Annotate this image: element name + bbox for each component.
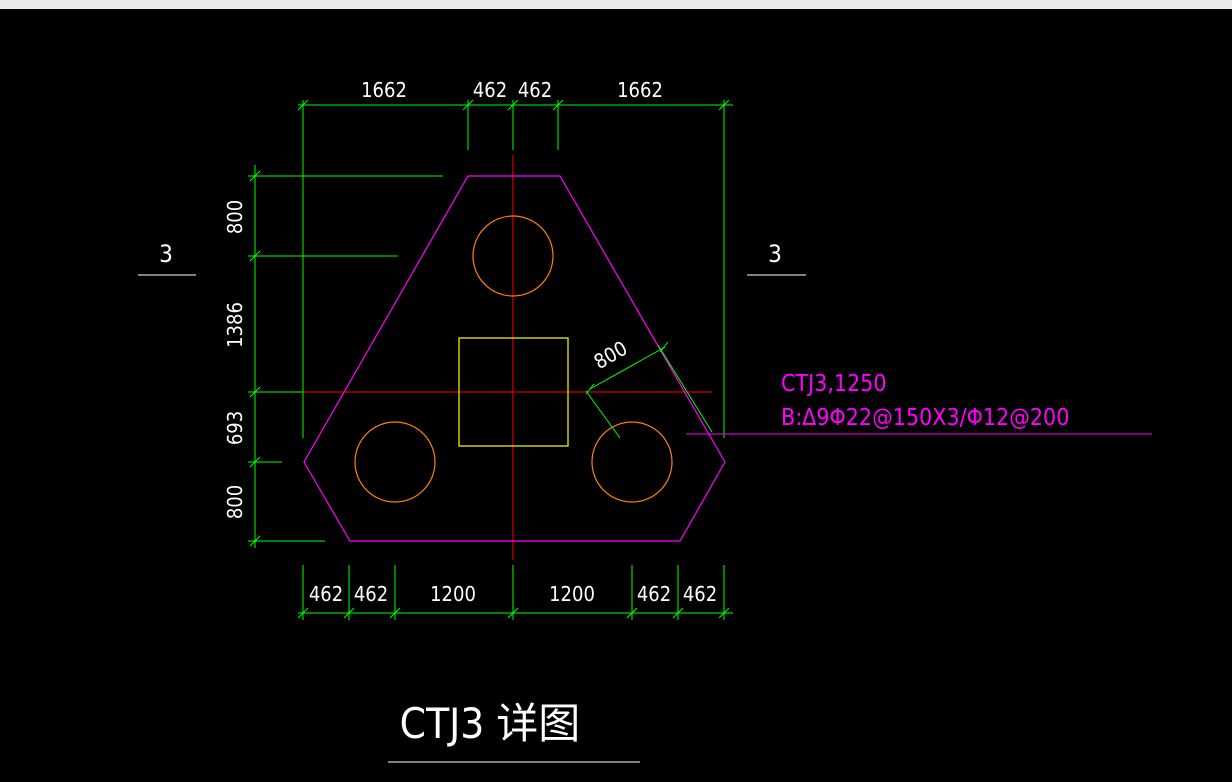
dim-top-4: 1662 <box>617 78 663 102</box>
section-mark-left-label: 3 <box>159 240 173 268</box>
section-mark-right-label: 3 <box>768 240 782 268</box>
dim-left-4: 800 <box>223 485 247 519</box>
dim-bottom-1: 462 <box>309 582 343 606</box>
dim-left-2: 1386 <box>223 302 247 348</box>
centerlines <box>262 155 712 560</box>
drawing-title: CTJ3 详图 <box>400 699 581 748</box>
section-mark-right[interactable]: 3 <box>747 240 806 276</box>
cap-annotation[interactable]: CTJ3,1250 B:Δ9Φ22@150X3/Φ12@200 <box>686 371 1152 435</box>
dim-left-3: 693 <box>223 411 247 445</box>
dim-bottom-3: 1200 <box>430 582 476 606</box>
dim-left-1: 800 <box>223 200 247 234</box>
pile-bottom-left[interactable] <box>354 421 436 503</box>
cad-drawing-canvas[interactable]: 1662 462 462 1662 800 1386 693 800 462 4… <box>0 9 1232 782</box>
pile-bottom-right[interactable] <box>591 421 673 503</box>
dim-top-1: 1662 <box>361 78 407 102</box>
dim-top-3: 462 <box>518 78 552 102</box>
pile-cap-outline[interactable] <box>303 175 726 542</box>
cad-drawing-svg[interactable]: 1662 462 462 1662 800 1386 693 800 462 4… <box>0 9 1232 782</box>
drawing-title-block[interactable]: CTJ3 详图 <box>388 699 640 763</box>
section-mark-left[interactable]: 3 <box>138 240 196 276</box>
annotation-line-1: CTJ3,1250 <box>781 371 887 397</box>
dim-top-2: 462 <box>473 78 507 102</box>
dim-diagonal: 800 <box>590 336 632 374</box>
annotation-line-2: B:Δ9Φ22@150X3/Φ12@200 <box>781 405 1069 431</box>
dim-bottom-4: 1200 <box>549 582 595 606</box>
dim-bottom-2: 462 <box>354 582 388 606</box>
dimension-lines <box>248 99 733 620</box>
column-outline[interactable] <box>458 337 569 447</box>
dimension-texts: 1662 462 462 1662 800 1386 693 800 462 4… <box>223 78 717 606</box>
dim-bottom-6: 462 <box>683 582 717 606</box>
dim-bottom-5: 462 <box>637 582 671 606</box>
pile-top[interactable] <box>472 215 554 297</box>
window-top-bar <box>0 0 1232 9</box>
